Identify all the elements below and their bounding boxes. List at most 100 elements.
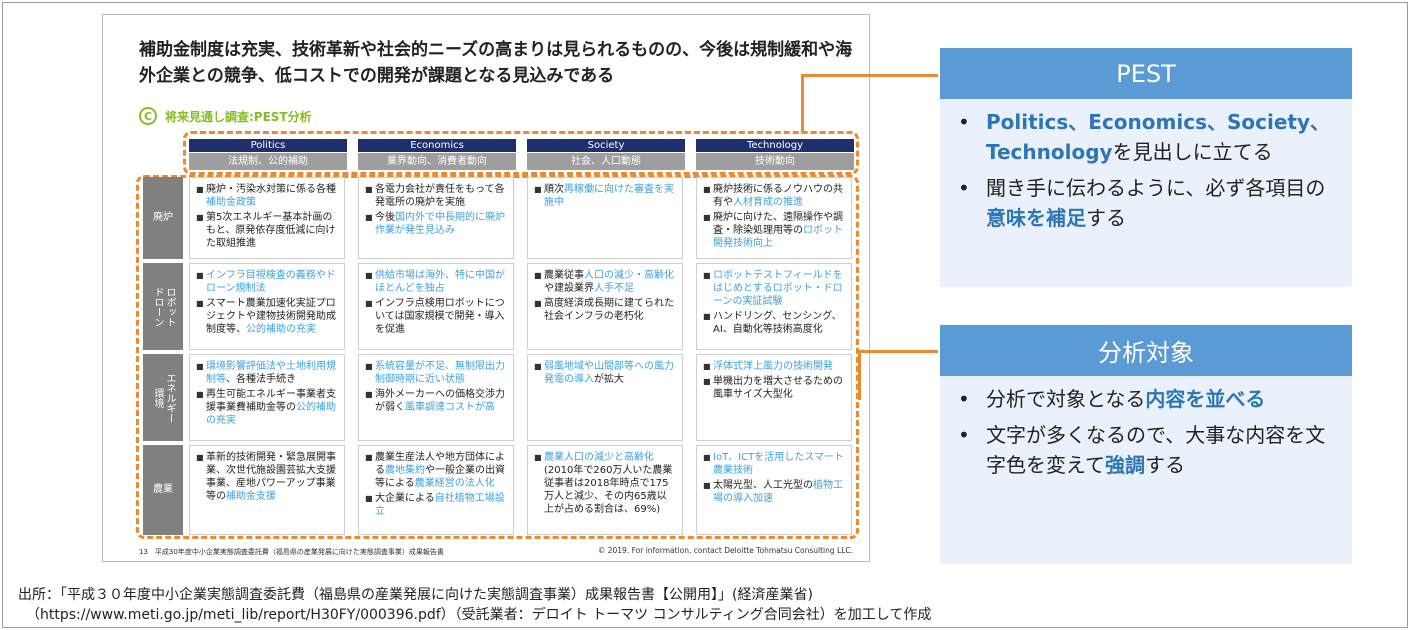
plain-text: 、各種法手続き [226,374,296,385]
highlighted-text: 公的補助の充実 [206,402,336,426]
pest-slide: 補助金制度は充実、技術革新や社会的ニーズの高まりは見られるものの、今後は規制緩和… [102,14,870,562]
bullet-item: ■農業人口の減少と高齢化(2010年で260万人いた農業従事者は2018年時点で… [534,451,676,516]
bullet-text: 廃炉・汚染水対策に係る各種補助金政策 [206,183,338,209]
bullet-text: 革新的技術開発・緊急展開事業、次世代施設園芸拡大支援事業、産地パワーアップ事業等… [206,451,338,503]
highlighted-text: 系統容量が不足、無制限出力制御時期に近い状態 [375,361,505,385]
panel-bullet-item: • Politics、Economics、Society、Technologyを見… [952,107,1340,167]
table-cell: ■農業従事人口の減少・高齢化や建設業界人手不足■高度経済成長期に建てられた社会イ… [527,263,683,350]
plain-text: (2010年で260万人いた農業従事者は2018年時点で175万人と減少、その内… [544,465,673,515]
square-bullet-icon: ■ [196,299,204,308]
panel-bullet-item: •分析で対象となる内容を並べる [952,384,1340,414]
square-bullet-icon: ■ [365,185,373,194]
square-bullet-icon: ■ [196,271,204,280]
panel-bullet-text: Politics、Economics、Society、Technologyを見出… [986,107,1340,167]
bullet-item: ■順次再稼働に向けた審査を実施中 [534,183,676,209]
square-bullet-icon: ■ [534,453,542,462]
highlighted-text: 補助金政策 [206,197,256,208]
emphasized-text: 強調 [1105,453,1145,477]
plain-text: 海外メーカーへの価格交渉力が弱く [375,389,505,413]
bullet-dot-icon: • [958,387,970,411]
section-subheading: C 将来見通し調査:PEST分析 [139,107,312,125]
bullet-item: ■系統容量が不足、無制限出力制御時期に近い状態 [365,360,507,386]
highlighted-text: ロボットテストフィールドをはじめとするロボット・ドローンの実証試験 [713,270,843,307]
highlighted-text: 補助金支援 [226,491,276,502]
plain-text: 今後 [375,212,395,223]
plain-text: する [1086,206,1126,230]
table-cell: ■順次再稼働に向けた審査を実施中 [527,177,683,259]
bullet-dot-icon: • [958,110,970,134]
highlighted-text: 人材育成の推進 [733,197,803,208]
table-cell: ■供給市場は海外、特に中国がほとんどを独占 ■インフラ点検用ロボットについては国家… [358,263,514,350]
bullet-text: 廃炉技術に係るノウハウの共有や人材育成の推進 [713,183,845,209]
bullet-item: ■第5次エネルギー基本計画のもと、原発依存度低減に向けた取組推進 [196,211,338,250]
table-cell: ■革新的技術開発・緊急展開事業、次世代施設園芸拡大支援事業、産地パワーアップ事業… [189,445,345,535]
panel-bullet-item: •文字が多くなるので、大事な内容を文字色を変えて強調する [952,420,1340,480]
table-cell: ■廃炉・汚染水対策に係る各種補助金政策■第5次エネルギー基本計画のもと、原発依存… [189,177,345,259]
bullet-item: ■浮体式洋上風力の技術開発 [703,360,845,373]
bullet-item: ■ロボットテストフィールドをはじめとするロボット・ドローンの実証試験 [703,269,845,308]
bullet-item: ■スマート農業加速化実証プロジェクトや建物技術開発助成制度等、公的補助の充実 [196,297,338,336]
bullet-text: 廃炉に向けた、遠隔操作や調査・除染処理用等のロボット開発技術向上 [713,211,845,250]
bullet-item: ■インフラ目視検査の義務やドローン規制法 [196,269,338,295]
highlighted-text: 供給市場は海外、特に中国がほとんどを独占 [375,270,505,294]
source-line-1: 出所：「平成３０年度中小企業実態調査委託費（福島県の産業発展に向けた実態調査事業… [18,587,813,603]
row-label: 農業 [143,445,183,535]
plain-text: する [1145,453,1185,477]
table-cell: ■農業人口の減少と高齢化(2010年で260万人いた農業従事者は2018年時点で… [527,445,683,535]
column-header-en: Society [527,139,685,152]
bullet-text: 環境影響評価法や土地利用規制等、各種法手続き [206,360,338,386]
section-label: 将来見通し調査:PEST分析 [165,109,312,124]
plain-text: 分析で対象となる [986,387,1146,411]
panel-bullet-text: 聞き手に伝わるように、必ず各項目の意味を補足する [986,173,1340,233]
highlighted-text: 国内外で中長期的に廃炉作業が発生見込み [375,212,505,236]
column-header-jp: 技術動向 [696,153,854,170]
plain-text: 大企業による [375,493,435,504]
table-cell: ■弱風地域や山間部等への風力発電の導入が拡大 [527,354,683,441]
bullet-text: 供給市場は海外、特に中国がほとんどを独占 [375,269,507,295]
table-cell: ■各電力会社が責任をもって各発電所の廃炉を実施■今後国内外で中長期的に廃炉作業が… [358,177,514,259]
column-header-jp: 法規制、公的補助 [189,153,347,170]
table-cell: ■IoT、ICTを活用したスマート農業技術■太陽光型、人工光型の植物工場の導入加… [696,445,852,535]
square-bullet-icon: ■ [534,362,542,371]
square-bullet-icon: ■ [196,213,204,222]
square-bullet-icon: ■ [703,213,711,222]
highlighted-text: 農地集約 [385,465,425,476]
bullet-item: ■ハンドリング、センシング、AI、自動化等技術高度化 [703,310,845,336]
square-bullet-icon: ■ [365,299,373,308]
bullet-text: 今後国内外で中長期的に廃炉作業が発生見込み [375,211,507,237]
square-bullet-icon: ■ [703,377,711,386]
column-header-en: Technology [696,139,854,152]
bullet-text: ロボットテストフィールドをはじめとするロボット・ドローンの実証試験 [713,269,845,308]
bullet-text: 海外メーカーへの価格交渉力が弱く風車調達コストが高 [375,388,507,414]
square-bullet-icon: ■ [534,271,542,280]
row-label: エネルギー 環境 [143,354,183,441]
bullet-text: インフラ目視検査の義務やドローン規制法 [206,269,338,295]
square-bullet-icon: ■ [196,185,204,194]
square-bullet-icon: ■ [365,453,373,462]
plain-text: 太陽光型、人工光型の [713,480,813,491]
bullet-text: 農業生産法人や地方団体による農地集約や一般企業の出資等による農業経営の法人化 [375,451,507,490]
table-cell: ■系統容量が不足、無制限出力制御時期に近い状態 ■海外メーカーへの価格交渉力が弱く… [358,354,514,441]
highlighted-text: 公的補助の充実 [246,324,316,335]
bullet-text: 太陽光型、人工光型の植物工場の導入加速 [713,479,845,505]
bullet-item: ■インフラ点検用ロボットについては国家規模で開発・導入を促進 [365,297,507,336]
connector-line-analysis [858,350,938,400]
column-header-en: Economics [358,139,516,152]
square-bullet-icon: ■ [365,271,373,280]
bullet-text: IoT、ICTを活用したスマート農業技術 [713,451,845,477]
square-bullet-icon: ■ [703,271,711,280]
row-label-text: エネルギー 環境 [152,372,175,423]
square-bullet-icon: ■ [534,299,542,308]
highlighted-text: 農業経営の法人化 [414,478,495,489]
plain-text: 各電力会社が責任をもって各発電所の廃炉を実施 [375,184,505,208]
square-bullet-icon: ■ [365,390,373,399]
square-bullet-icon: ■ [365,213,373,222]
bullet-text: 浮体式洋上風力の技術開発 [713,360,845,373]
bullet-item: ■単機出力を増大させるための風車サイズ大型化 [703,375,845,401]
highlighted-text: 植物工場の導入加速 [713,480,843,504]
table-cell: ■廃炉技術に係るノウハウの共有や人材育成の推進■廃炉に向けた、遠隔操作や調査・除… [696,177,852,259]
square-bullet-icon: ■ [534,185,542,194]
